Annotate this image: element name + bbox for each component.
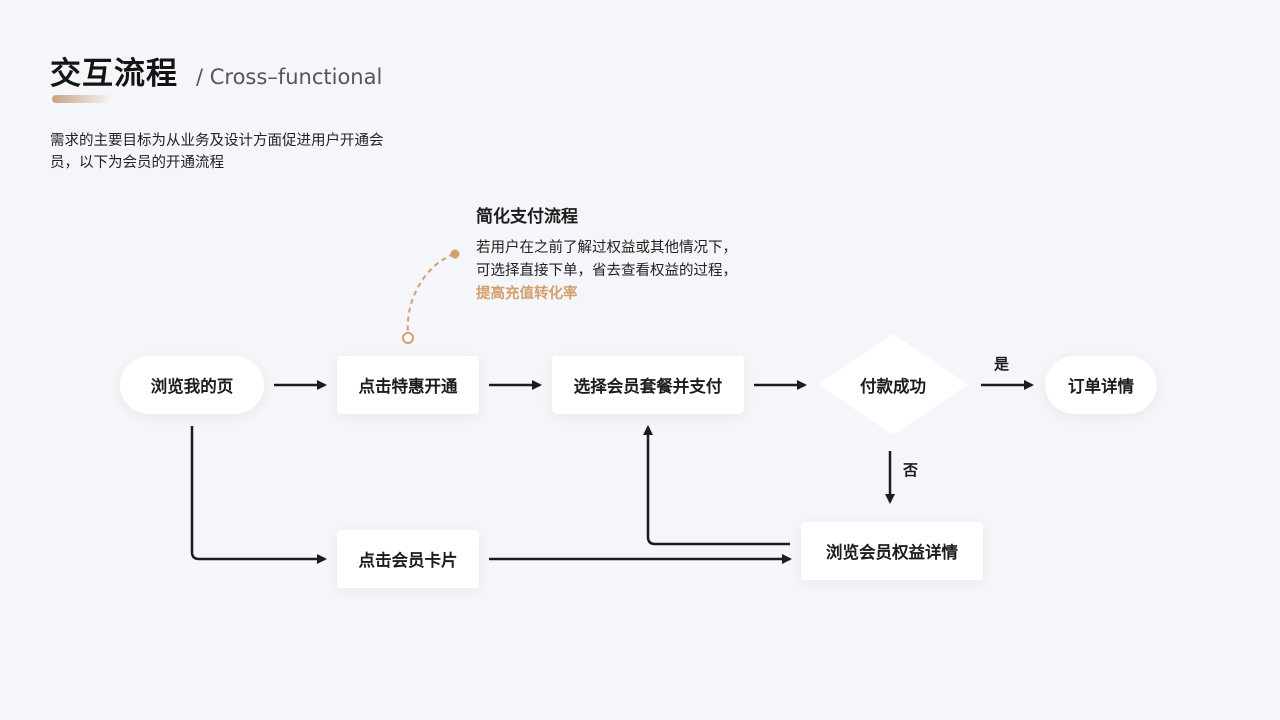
node-click-member-card: 点击会员卡片: [337, 530, 479, 588]
node-click-special-offer: 点击特惠开通: [337, 356, 479, 414]
edge-label-yes: 是: [994, 355, 1010, 373]
node-label: 付款成功: [860, 376, 926, 396]
page-subtitle: / Cross–functional: [196, 65, 383, 89]
node-label: 选择会员套餐并支付: [573, 377, 723, 396]
node-browse-member-benefits: 浏览会员权益详情: [801, 522, 983, 580]
note-title: 简化支付流程: [476, 207, 578, 227]
node-payment-success: 付款成功: [818, 334, 968, 435]
note-body-text: 若用户在之前了解过权益或其他情况下，可选择直接下单，省去查看权益的过程，: [476, 240, 737, 279]
page-title: 交互流程: [50, 56, 178, 92]
node-order-details: 订单详情: [1045, 356, 1157, 414]
edge-label-no: 否: [903, 461, 919, 479]
node-select-package-pay: 选择会员套餐并支付: [552, 356, 744, 414]
note-callout-connector: [402, 249, 460, 344]
node-label: 浏览会员权益详情: [826, 543, 958, 562]
note-body: 若用户在之前了解过权益或其他情况下，可选择直接下单，省去查看权益的过程， 提高充值…: [476, 237, 738, 306]
header: 交互流程 / Cross–functional: [50, 48, 382, 92]
page-description: 需求的主要目标为从业务及设计方面促进用户开通会员，以下为会员的开通流程: [50, 133, 384, 171]
node-label: 浏览我的页: [150, 377, 234, 396]
title-accent-bar: [52, 95, 112, 103]
node-browse-my-page: 浏览我的页: [120, 356, 264, 414]
edge-benefits-to-select: [643, 425, 790, 546]
decision-diamond-shape: [818, 334, 968, 435]
node-label: 点击特惠开通: [358, 377, 458, 396]
edge-browse-to-card: [190, 426, 327, 564]
node-label: 点击会员卡片: [358, 551, 458, 570]
node-label: 订单详情: [1068, 377, 1134, 396]
note-highlight: 提高充值转化率: [476, 286, 578, 302]
